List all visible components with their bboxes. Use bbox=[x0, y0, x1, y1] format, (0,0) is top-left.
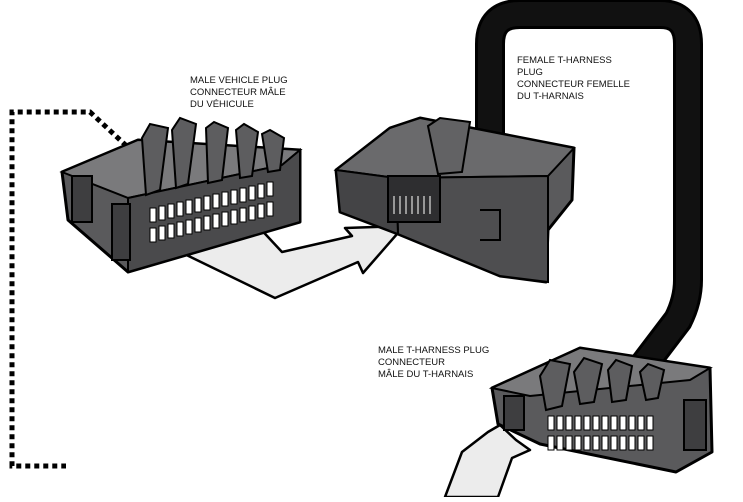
label-female-t-harness-plug: FEMALE T-HARNESS PLUG CONNECTEUR FEMELLE… bbox=[517, 55, 630, 102]
label-male-t-harness-plug-line-3: MÂLE DU T-HARNAIS bbox=[378, 369, 473, 380]
label-female-t-harness-plug-line-3: CONNECTEUR FEMELLE bbox=[517, 79, 630, 90]
label-female-t-harness-plug-line-1: FEMALE T-HARNESS bbox=[517, 55, 612, 66]
label-male-vehicle-plug: MALE VEHICLE PLUG CONNECTEUR MÂLE DU VÉH… bbox=[190, 75, 288, 110]
dotted-leader-line bbox=[9, 109, 135, 469]
label-male-vehicle-plug-line-2: CONNECTEUR MÂLE bbox=[190, 87, 286, 98]
male-vehicle-plug bbox=[59, 116, 303, 274]
male-t-harness-plug bbox=[488, 346, 714, 474]
label-male-vehicle-plug-line-3: DU VÉHICULE bbox=[190, 99, 254, 110]
label-female-t-harness-plug-line-2: PLUG bbox=[517, 67, 543, 78]
male-t-harness-plug-pins bbox=[547, 415, 654, 451]
female-t-harness-plug bbox=[333, 116, 576, 284]
label-male-vehicle-plug-line-1: MALE VEHICLE PLUG bbox=[190, 75, 288, 86]
label-male-t-harness-plug-line-2: CONNECTEUR bbox=[378, 357, 445, 368]
label-male-t-harness-plug-line-1: MALE T-HARNESS PLUG bbox=[378, 345, 489, 356]
label-female-t-harness-plug-line-4: DU T-HARNAIS bbox=[517, 91, 584, 102]
connection-arrow-lower bbox=[443, 423, 532, 499]
female-plug-pins bbox=[393, 196, 431, 214]
label-male-t-harness-plug: MALE T-HARNESS PLUG CONNECTEUR MÂLE DU T… bbox=[378, 345, 489, 380]
harness-cable bbox=[475, 0, 703, 380]
male-vehicle-plug-pins bbox=[149, 181, 274, 243]
